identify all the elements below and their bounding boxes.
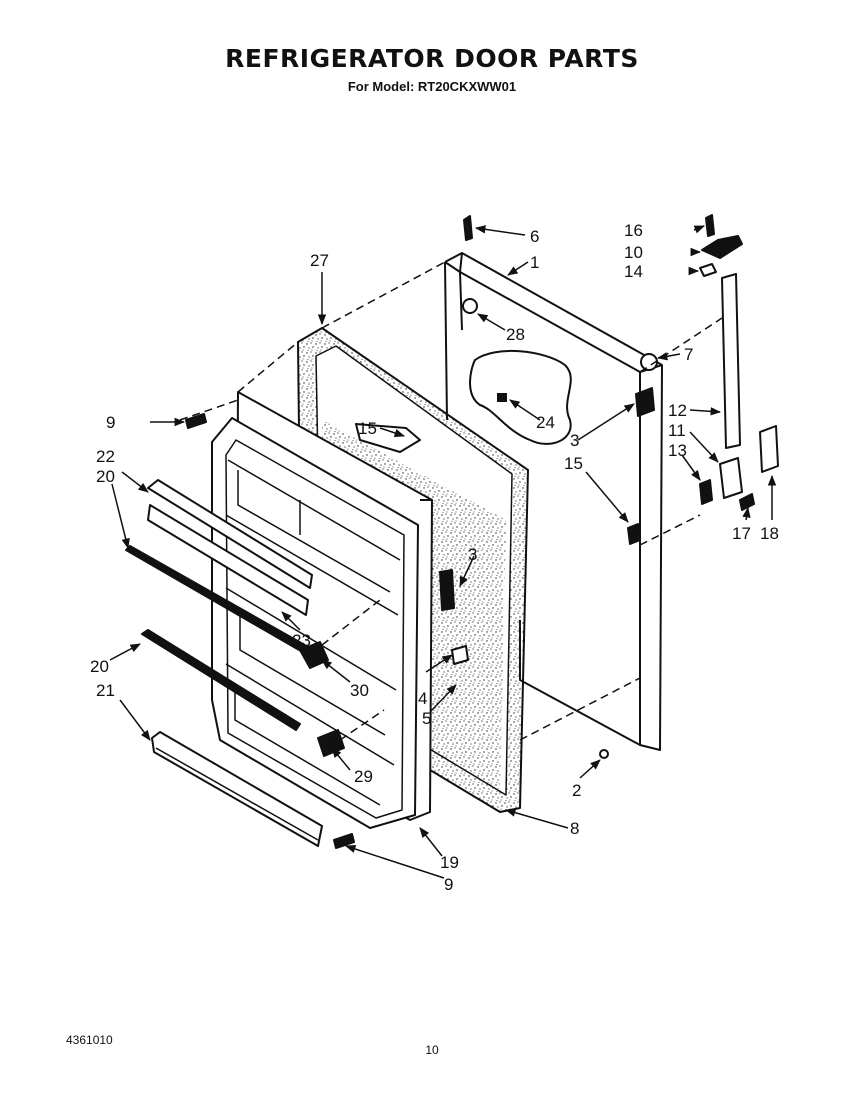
callout-18: 18 bbox=[760, 524, 779, 543]
hinge-3 bbox=[635, 387, 655, 417]
screw-9-lower bbox=[333, 833, 355, 849]
callout-8: 8 bbox=[570, 819, 579, 838]
page-title: REFRIGERATOR DOOR PARTS bbox=[225, 44, 639, 73]
spacer-4 bbox=[451, 645, 469, 665]
callout-13: 13 bbox=[668, 441, 687, 460]
callout-20-lower: 20 bbox=[90, 657, 109, 676]
callout-16: 16 bbox=[624, 221, 643, 240]
screw-9-upper bbox=[185, 413, 207, 429]
callout-30: 30 bbox=[350, 681, 369, 700]
shelf-bar-21 bbox=[151, 731, 323, 847]
callout-17: 17 bbox=[732, 524, 751, 543]
callout-7: 7 bbox=[684, 345, 693, 364]
callout-21: 21 bbox=[96, 681, 115, 700]
screw-6 bbox=[463, 215, 473, 241]
callout-14: 14 bbox=[624, 262, 643, 281]
model-subtitle: For Model: RT20CKXWW01 bbox=[347, 79, 517, 94]
bushing-7 bbox=[640, 353, 658, 371]
callout-27: 27 bbox=[310, 251, 329, 270]
cover-18 bbox=[759, 425, 779, 473]
callout-4: 4 bbox=[418, 689, 427, 708]
clip-24 bbox=[497, 393, 507, 402]
callout-3-handle: 3 bbox=[468, 545, 477, 564]
callout-28: 28 bbox=[506, 325, 525, 344]
page-number: 10 bbox=[425, 1043, 439, 1057]
callout-15-upper: 15 bbox=[358, 419, 377, 438]
callout-5: 5 bbox=[422, 709, 431, 728]
callout-29: 29 bbox=[354, 767, 373, 786]
hinge-10 bbox=[701, 235, 743, 259]
callout-9-lower: 9 bbox=[444, 875, 453, 894]
callout-12: 12 bbox=[668, 401, 687, 420]
callout-10: 10 bbox=[624, 243, 643, 262]
callout-20-upper: 20 bbox=[96, 467, 115, 486]
plug-2 bbox=[599, 749, 609, 759]
callout-9-upper: 9 bbox=[106, 413, 115, 432]
callout-11: 11 bbox=[668, 421, 686, 440]
clip-15-lower bbox=[627, 523, 641, 545]
callout-24: 24 bbox=[536, 413, 555, 432]
callout-1: 1 bbox=[530, 253, 539, 272]
door-liner-shelves bbox=[211, 417, 419, 829]
plug-28 bbox=[462, 298, 478, 314]
screw-17 bbox=[739, 493, 755, 511]
shim-14 bbox=[699, 263, 717, 277]
shelf-bar-22 bbox=[147, 479, 313, 616]
callout-19: 19 bbox=[440, 853, 459, 872]
bracket-13 bbox=[699, 479, 713, 505]
screw-16 bbox=[705, 214, 715, 237]
callout-6: 6 bbox=[530, 227, 539, 246]
hinge-pin-11 bbox=[719, 457, 743, 499]
callout-2: 2 bbox=[572, 781, 581, 800]
handle-bracket-3 bbox=[439, 569, 455, 611]
callout-23: 23 bbox=[292, 631, 311, 650]
callout-15-hinge: 15 bbox=[564, 454, 583, 473]
callout-22: 22 bbox=[96, 447, 115, 466]
callout-3-hinge: 3 bbox=[570, 431, 579, 450]
document-number: 4361010 bbox=[66, 1033, 113, 1047]
hinge-bar-12 bbox=[721, 273, 741, 449]
shelf-bar-20-lower bbox=[141, 629, 301, 731]
